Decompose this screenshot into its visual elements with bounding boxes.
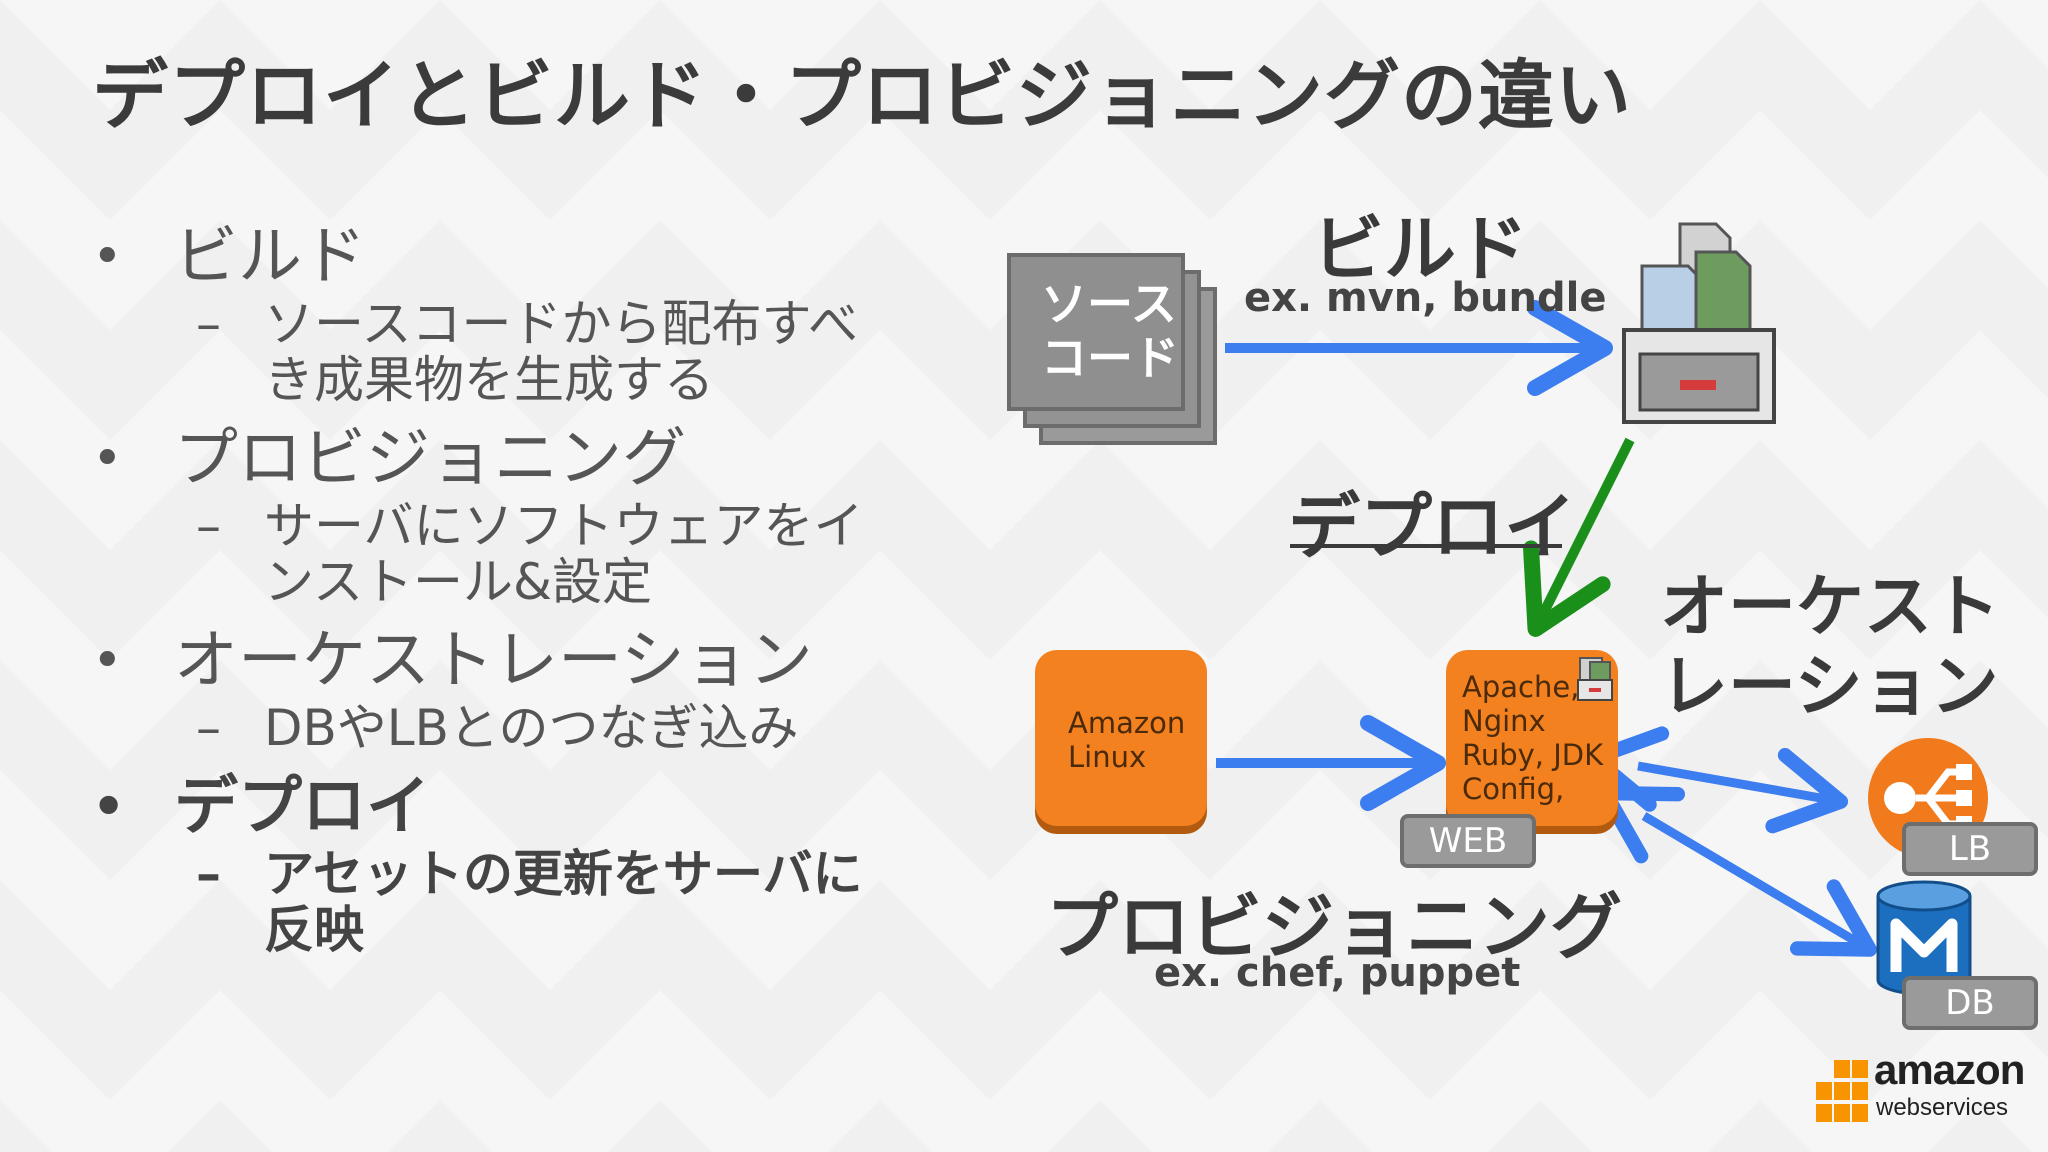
bullet-label: プロビジョニング (174, 422, 686, 496)
sub-line: 反映 (264, 901, 364, 959)
deploy-title: デプロイ (1288, 485, 1577, 569)
bullet-deploy: デプロイ (92, 770, 972, 844)
amazon-linux-box: Amazon Linux (1035, 650, 1207, 826)
sub-line: き成果物を生成する (264, 351, 714, 409)
server-software-line: Nginx (1462, 704, 1546, 738)
bullet-provisioning: プロビジョニング (92, 422, 972, 496)
bullet-label: ビルド (174, 220, 366, 294)
amazon-linux-line: Amazon (1068, 706, 1186, 740)
bullet-list: ビルド ソースコードから配布すべ き成果物を生成する プロビジョニング サーバに… (92, 220, 972, 972)
build-example: ex. mvn, bundle (1244, 275, 1607, 321)
slide-title: デプロイとビルド・プロビジョニングの違い (92, 51, 1632, 140)
orchestration-line: オーケスト (1660, 568, 2001, 647)
deploy-arrow (1523, 437, 1635, 637)
database-icon (1876, 880, 1972, 996)
aws-logo-text: amazon (1874, 1046, 2025, 1093)
source-code-line: コード (1041, 331, 1179, 385)
sub-line: DBやLBとのつなぎ込み (264, 699, 799, 757)
aws-logo-subtext: webservices (1876, 1094, 2009, 1121)
web-tag: WEB (1400, 814, 1536, 868)
sub-line: ソースコードから配布すべ (264, 295, 858, 353)
bullet-build: ビルド (92, 220, 972, 294)
orchestration-line: レーション (1660, 648, 1999, 727)
bullet-build-desc: ソースコードから配布すべ き成果物を生成する (196, 295, 972, 409)
provisioning-example: ex. chef, puppet (1154, 950, 1521, 996)
bullet-label: デプロイ (174, 770, 430, 844)
sub-line: アセットの更新をサーバに (264, 845, 863, 903)
document-stack-icon: ソース コード (1007, 253, 1227, 445)
source-code-line: ソース (1041, 277, 1177, 331)
archive-box-icon (1622, 222, 1776, 424)
aws-logo: amazon webservices (1814, 1046, 2025, 1128)
web-server-box: Apache, Nginx Ruby, JDK Config, (1446, 650, 1618, 826)
sub-line: ンストール&設定 (264, 553, 652, 611)
provisioning-title: プロビジョニング (1046, 885, 1623, 969)
bullet-provisioning-desc: サーバにソフトウェアをイ ンストール&設定 (196, 497, 972, 611)
amazon-linux-line: Linux (1068, 740, 1147, 774)
orchestration-title: オーケスト レーション (1660, 568, 2000, 728)
bullet-orchestration: オーケストレーション (92, 624, 972, 698)
server-software-line: Apache, (1462, 670, 1580, 704)
db-tag: DB (1902, 976, 2038, 1030)
lb-tag: LB (1902, 822, 2038, 876)
bullet-label: オーケストレーション (174, 624, 813, 698)
server-software-line: Ruby, JDK (1462, 738, 1604, 772)
sub-line: サーバにソフトウェアをイ (264, 497, 864, 555)
mini-archive-icon (1577, 657, 1613, 701)
build-title: ビルド (1312, 207, 1529, 291)
bullet-orchestration-desc: DBやLBとのつなぎ込み (196, 699, 972, 757)
lb-link-arrow (1586, 726, 1849, 834)
bullet-deploy-desc: アセットの更新をサーバに 反映 (196, 845, 972, 959)
aws-logo-icon (1816, 1060, 1868, 1122)
server-software-line: Config, (1462, 772, 1565, 806)
db-link-arrow (1598, 785, 1877, 957)
